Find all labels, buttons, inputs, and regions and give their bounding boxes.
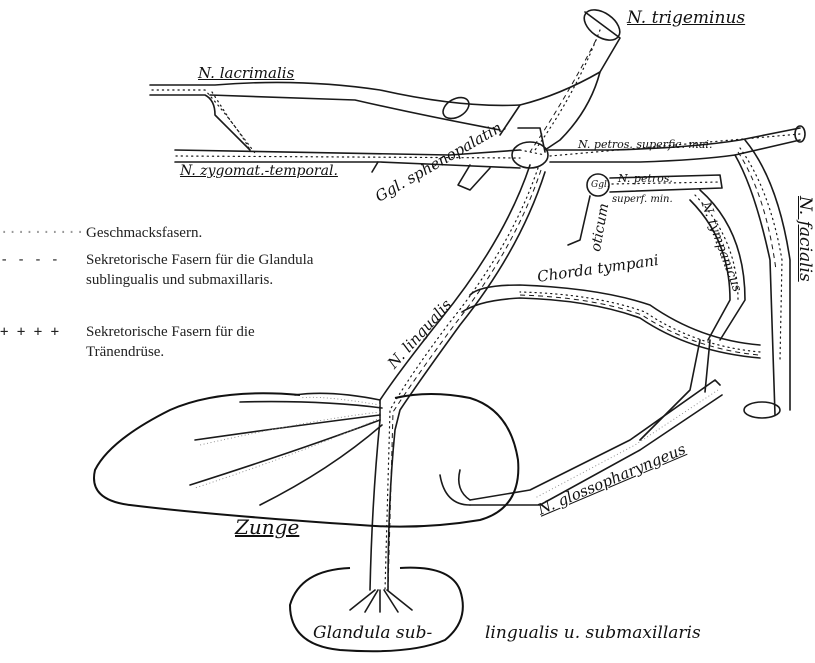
tongue-outline	[94, 393, 518, 526]
legend-symbol-dots: ··········	[0, 223, 86, 243]
gland-nerve-fan	[350, 590, 412, 612]
label-petrosus: N. petros.	[618, 172, 673, 185]
legend-taste-fibers: ··········Geschmacksfasern.	[0, 223, 202, 243]
label-facialis: N. facialis	[795, 196, 815, 282]
legend-secretory-lacrimal: + + + +Sekretorische Fasern für die Trän…	[0, 322, 336, 362]
label-zunge: Zunge	[235, 515, 299, 539]
label-glandula-part1: Glandula sub-	[313, 623, 432, 643]
glossopharyngeus	[440, 340, 722, 505]
tympanicus-branch	[690, 190, 745, 340]
legend-symbol-dashes: - - - -	[0, 250, 86, 270]
label-zygomatic: N. zygomat.-temporal.	[180, 163, 338, 179]
legend-secretory-gland: - - - -Sekretorische Fasern für die Glan…	[0, 250, 336, 290]
tongue-nerve-fan	[190, 393, 382, 505]
legend-text-taste: Geschmacksfasern.	[86, 223, 202, 243]
label-glandula-part2: lingualis u. submaxillaris	[485, 623, 701, 643]
legend-text-secretory-gland: Sekretorische Fasern für die Glandula su…	[86, 250, 336, 290]
label-lacrimalis: N. lacrimalis	[198, 64, 294, 82]
chorda-tympani	[462, 285, 760, 358]
label-petrosus-superficialis-major: N. petros. superfic. mai.	[578, 138, 712, 151]
label-trigeminus: N. trigeminus	[627, 8, 745, 28]
legend-text-secretory-lacrimal: Sekretorische Fasern für die Tränendrüse…	[86, 322, 336, 362]
legend-symbol-plus: + + + +	[0, 322, 86, 342]
trigeminus-trunk	[500, 4, 625, 152]
label-superficialis-minor: superf. min.	[612, 194, 673, 205]
label-ganglion: Ggl.	[591, 180, 610, 190]
